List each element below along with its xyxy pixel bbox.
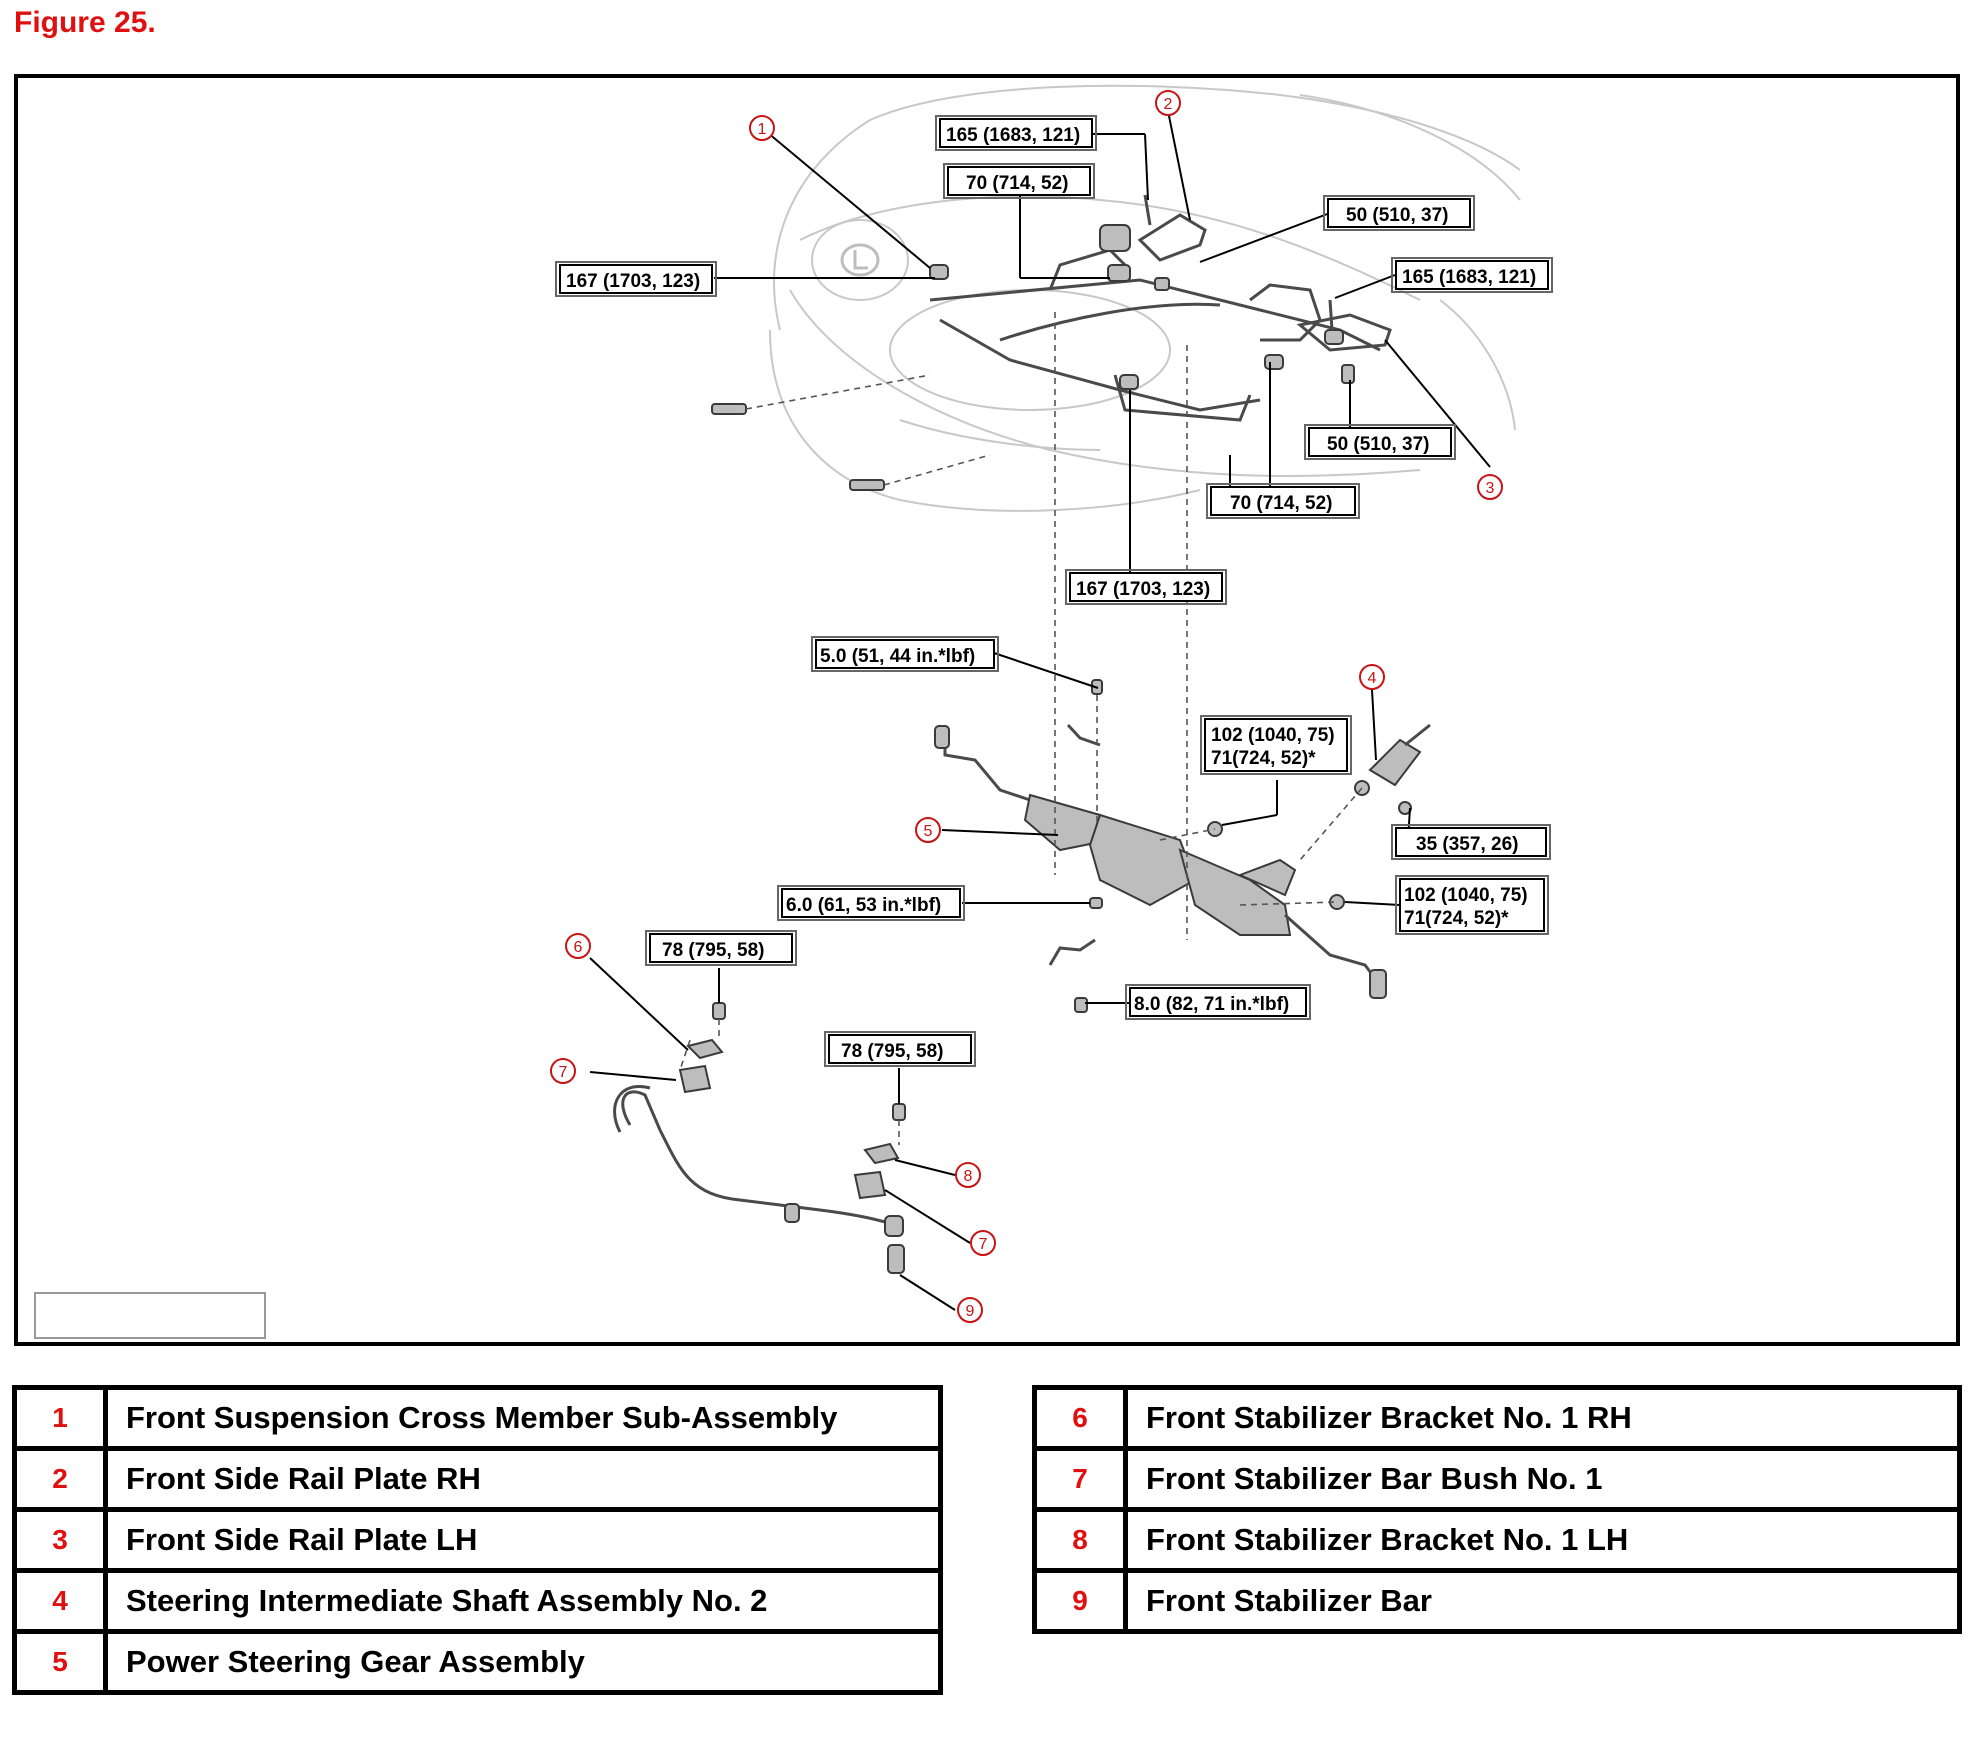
figure-title: Figure 25.: [14, 6, 156, 39]
side-rail-plate-rh: [1137, 194, 1207, 262]
svg-text:102 (1040, 75): 102 (1040, 75): [1404, 885, 1528, 906]
lexus-emblem-icon: [840, 243, 880, 277]
callout-7-lower: 7: [970, 1230, 996, 1256]
legend-row: 2 Front Side Rail Plate RH: [12, 1446, 943, 1512]
callout-8: 8: [955, 1162, 981, 1188]
torque-label-10: 102 (1040, 75) 71(724, 52)*: [1200, 715, 1352, 775]
torque-label-11: 35 (357, 26): [1391, 824, 1551, 860]
svg-text:2: 2: [1164, 96, 1173, 113]
legend-row: 5 Power Steering Gear Assembly: [12, 1629, 943, 1695]
torque-label-1: 165 (1683, 121): [935, 115, 1097, 151]
torque-label-13: 102 (1040, 75) 71(724, 52)*: [1395, 875, 1549, 935]
stabilizer-bar-drawing: [613, 1085, 905, 1274]
legend-row: 6 Front Stabilizer Bracket No. 1 RH: [1032, 1385, 1962, 1451]
callout-6: 6: [565, 933, 591, 959]
torque-label-5: 165 (1683, 121): [1391, 257, 1553, 293]
legend-row: 3 Front Side Rail Plate LH: [12, 1507, 943, 1573]
callout-4: 4: [1359, 664, 1385, 690]
svg-text:165 (1683, 121): 165 (1683, 121): [1402, 267, 1536, 288]
legend-number: 7: [1032, 1446, 1128, 1512]
torque-label-2: 70 (714, 52): [943, 163, 1095, 199]
callout-7-upper: 7: [550, 1058, 576, 1084]
svg-text:4: 4: [1368, 670, 1377, 687]
svg-text:7: 7: [559, 1064, 568, 1081]
torque-label-14: 78 (795, 58): [645, 930, 797, 966]
legend-number: 8: [1032, 1507, 1128, 1573]
image-reference-box: [34, 1292, 266, 1339]
legend-number: 6: [1032, 1385, 1128, 1451]
legend-label: Front Stabilizer Bracket No. 1 RH: [1123, 1385, 1962, 1451]
torque-label-15: 8.0 (82, 71 in.*lbf): [1125, 984, 1311, 1020]
side-rail-plate-lh: [1296, 299, 1392, 352]
legend-label: Front Side Rail Plate RH: [103, 1446, 943, 1512]
stabilizer-brackets: [678, 1002, 906, 1200]
svg-text:35 (357, 26): 35 (357, 26): [1416, 834, 1518, 855]
svg-text:6.0 (61, 53 in.*lbf): 6.0 (61, 53 in.*lbf): [786, 895, 941, 916]
svg-text:102 (1040, 75): 102 (1040, 75): [1211, 725, 1335, 746]
intermediate-shaft-drawing: [1354, 723, 1431, 796]
svg-text:50 (510, 37): 50 (510, 37): [1327, 434, 1429, 455]
svg-text:3: 3: [1486, 480, 1495, 497]
legend-label: Power Steering Gear Assembly: [103, 1629, 943, 1695]
legend-table-right: 6 Front Stabilizer Bracket No. 1 RH 7 Fr…: [1032, 1385, 1962, 1634]
svg-text:6: 6: [574, 939, 583, 956]
svg-text:7: 7: [979, 1236, 988, 1253]
legend-row: 4 Steering Intermediate Shaft Assembly N…: [12, 1568, 943, 1634]
legend-row: 1 Front Suspension Cross Member Sub-Asse…: [12, 1385, 943, 1451]
legend-row: 7 Front Stabilizer Bar Bush No. 1: [1032, 1446, 1962, 1512]
svg-text:9: 9: [966, 1303, 975, 1320]
legend-label: Front Stabilizer Bar: [1123, 1568, 1962, 1634]
steering-gear-drawing: [934, 725, 1387, 999]
svg-text:70 (714, 52): 70 (714, 52): [1230, 493, 1332, 514]
svg-text:167 (1703, 123): 167 (1703, 123): [1076, 579, 1210, 600]
legend-row: 8 Front Stabilizer Bracket No. 1 LH: [1032, 1507, 1962, 1573]
svg-text:50 (510, 37): 50 (510, 37): [1346, 205, 1448, 226]
svg-text:71(724, 52)*: 71(724, 52)*: [1211, 748, 1316, 769]
legend-label: Front Stabilizer Bar Bush No. 1: [1123, 1446, 1962, 1512]
leader-lines: [589, 110, 1491, 1311]
svg-text:78 (795, 58): 78 (795, 58): [662, 940, 764, 961]
torque-label-12: 6.0 (61, 53 in.*lbf): [777, 885, 965, 921]
svg-text:8: 8: [964, 1168, 973, 1185]
legend-number: 4: [12, 1568, 108, 1634]
legend-table-left: 1 Front Suspension Cross Member Sub-Asse…: [12, 1385, 943, 1695]
svg-text:1: 1: [758, 121, 767, 138]
torque-label-16: 78 (795, 58): [824, 1031, 976, 1067]
torque-label-3: 50 (510, 37): [1323, 195, 1475, 231]
torque-label-6: 50 (510, 37): [1304, 424, 1456, 460]
torque-label-8: 167 (1703, 123): [1065, 569, 1227, 605]
legend-number: 5: [12, 1629, 108, 1695]
callout-9: 9: [957, 1297, 983, 1323]
svg-text:8.0 (82, 71 in.*lbf): 8.0 (82, 71 in.*lbf): [1134, 994, 1289, 1015]
svg-text:78 (795, 58): 78 (795, 58): [841, 1041, 943, 1062]
svg-text:5: 5: [924, 823, 933, 840]
legend-label: Steering Intermediate Shaft Assembly No.…: [103, 1568, 943, 1634]
legend-row: 9 Front Stabilizer Bar: [1032, 1568, 1962, 1634]
callout-5: 5: [915, 817, 941, 843]
svg-text:5.0 (51, 44 in.*lbf): 5.0 (51, 44 in.*lbf): [820, 646, 975, 667]
callout-3: 3: [1477, 474, 1503, 500]
cross-member-drawing: [929, 224, 1381, 422]
legend-label: Front Stabilizer Bracket No. 1 LH: [1123, 1507, 1962, 1573]
diagram-frame: [14, 74, 1960, 1346]
torque-label-4: 167 (1703, 123): [555, 261, 717, 297]
svg-text:70 (714, 52): 70 (714, 52): [966, 173, 1068, 194]
legend-number: 3: [12, 1507, 108, 1573]
legend-label: Front Suspension Cross Member Sub-Assemb…: [103, 1385, 943, 1451]
torque-label-7: 70 (714, 52): [1206, 483, 1360, 519]
small-parts: [1048, 679, 1412, 1013]
legend-label: Front Side Rail Plate LH: [103, 1507, 943, 1573]
callout-2: 2: [1155, 90, 1181, 116]
legend-number: 2: [12, 1446, 108, 1512]
legend-number: 9: [1032, 1568, 1128, 1634]
legend-number: 1: [12, 1385, 108, 1451]
svg-text:71(724, 52)*: 71(724, 52)*: [1404, 908, 1509, 929]
svg-text:167 (1703, 123): 167 (1703, 123): [566, 271, 700, 292]
torque-label-9: 5.0 (51, 44 in.*lbf): [811, 636, 999, 672]
callout-1: 1: [749, 115, 775, 141]
svg-text:165 (1683, 121): 165 (1683, 121): [946, 125, 1080, 146]
